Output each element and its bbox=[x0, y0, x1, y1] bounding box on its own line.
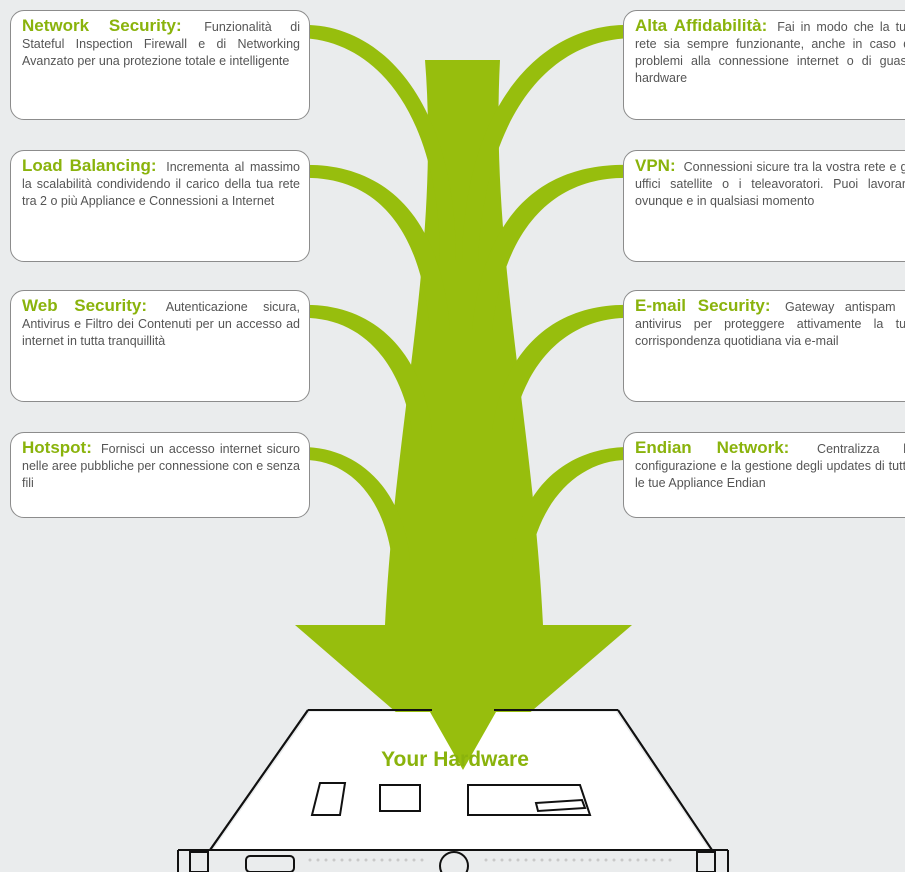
feature-box-endian-network: Endian Network: Centralizza la configura… bbox=[623, 432, 905, 518]
branch-alta-affidabilita bbox=[462, 24, 632, 260]
feature-title: VPN: bbox=[635, 156, 676, 175]
appliance-vent-dots bbox=[308, 858, 672, 862]
feature-description: Fai in modo che la tua rete sia sempre f… bbox=[635, 20, 905, 85]
branch-load-balancing bbox=[300, 164, 450, 330]
branch-email-security bbox=[492, 304, 632, 430]
feature-box-network-security: Network Security: Funzionalità di Statef… bbox=[10, 10, 310, 120]
feature-description: Incrementa al massimo la scalabilità con… bbox=[22, 160, 300, 208]
feature-description: Connessioni sicure tra la vostra rete e … bbox=[635, 160, 905, 208]
feature-box-load-balancing: Load Balancing: Incrementa al massimo la… bbox=[10, 150, 310, 262]
branch-hotspot bbox=[300, 446, 410, 560]
feature-box-email-security: E-mail Security: Gateway antispam e anti… bbox=[623, 290, 905, 402]
feature-title: Hotspot: bbox=[22, 438, 92, 457]
feature-title: E-mail Security: bbox=[635, 296, 771, 315]
hardware-appliance-icon bbox=[177, 709, 729, 872]
hardware-label: Your Hardware bbox=[381, 748, 529, 771]
branch-vpn bbox=[472, 164, 632, 330]
feature-description: Gateway antispam e antivirus per protegg… bbox=[635, 300, 905, 348]
tree-trunk-arrow bbox=[295, 60, 632, 770]
feature-description: Autenticazione sicura, Antivirus e Filtr… bbox=[22, 300, 300, 348]
feature-description: Fornisci un accesso internet sicuro nell… bbox=[22, 442, 300, 490]
feature-title: Web Security: bbox=[22, 296, 147, 315]
branch-endian-network bbox=[512, 446, 632, 560]
feature-title: Network Security: bbox=[22, 16, 182, 35]
feature-title: Endian Network: bbox=[635, 438, 790, 457]
branch-web-security bbox=[300, 304, 432, 430]
feature-title: Alta Affidabilità: bbox=[635, 16, 768, 35]
feature-description: Centralizza la configurazione e la gesti… bbox=[635, 442, 905, 490]
feature-box-web-security: Web Security: Autenticazione sicura, Ant… bbox=[10, 290, 310, 402]
feature-description: Funzionalità di Stateful Inspection Fire… bbox=[22, 20, 300, 68]
feature-box-vpn: VPN: Connessioni sicure tra la vostra re… bbox=[623, 150, 905, 262]
feature-box-alta-affidabilita: Alta Affidabilità: Fai in modo che la tu… bbox=[623, 10, 905, 120]
feature-title: Load Balancing: bbox=[22, 156, 157, 175]
branch-network-security bbox=[300, 24, 456, 260]
feature-box-hotspot: Hotspot: Fornisci un accesso internet si… bbox=[10, 432, 310, 518]
